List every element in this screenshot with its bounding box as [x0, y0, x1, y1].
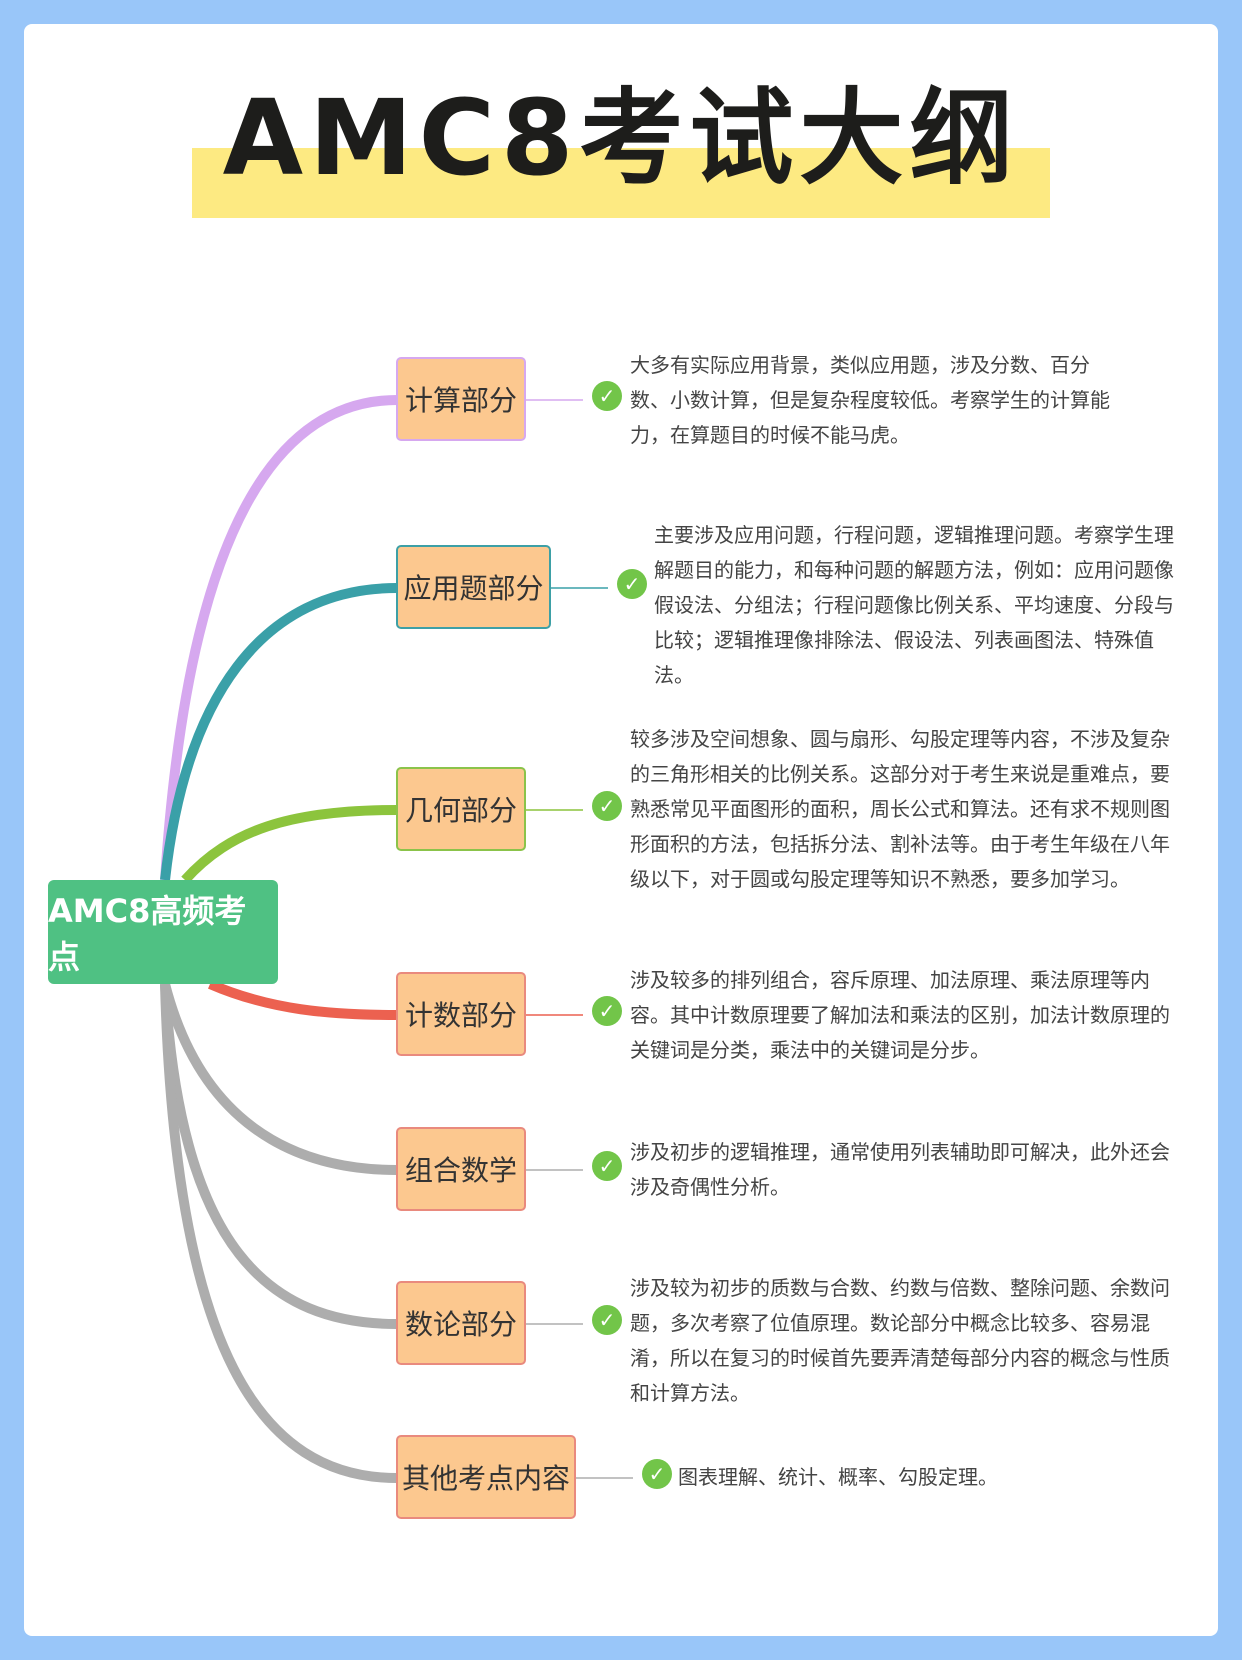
card [24, 24, 1218, 1636]
desc-calculation: 大多有实际应用背景，类似应用题，涉及分数、百分数、小数计算，但是复杂程度较低。考… [630, 353, 1110, 447]
page-title: AMC8考试大纲 [222, 77, 1020, 199]
title-area: AMC8考试大纲 [192, 78, 1050, 218]
check-icon: ✓ [592, 1151, 622, 1181]
desc-other: 图表理解、统计、概率、勾股定理。 [678, 1465, 998, 1489]
desc-combinatorics: 涉及初步的逻辑推理，通常使用列表辅助即可解决，此外还会涉及奇偶性分析。 [630, 1140, 1170, 1199]
check-icon: ✓ [642, 1459, 672, 1489]
desc-number-theory: 涉及较为初步的质数与合数、约数与倍数、整除问题、余数问题，多次考察了位值原理。数… [630, 1276, 1170, 1405]
check-icon: ✓ [592, 791, 622, 821]
title-highlight [192, 148, 1050, 218]
link-1 [160, 395, 398, 881]
node-combinatorics: 组合数学 [396, 1127, 526, 1211]
desc-geometry: 较多涉及空间想象、圆与扇形、勾股定理等内容，不涉及复杂的三角形相关的比例关系。这… [630, 727, 1170, 891]
node-calculation: 计算部分 [396, 357, 526, 441]
desc-counting: 涉及较多的排列组合，容斥原理、加法原理、乘法原理等内容。其中计数原理要了解加法和… [630, 968, 1170, 1062]
check-icon: ✓ [592, 381, 622, 411]
link-2 [160, 583, 398, 881]
link-7 [160, 983, 398, 1483]
root-node: AMC8高频考点 [48, 880, 278, 984]
check-icon: ✓ [592, 1305, 622, 1335]
link-4 [208, 979, 398, 1020]
node-number-theory: 数论部分 [396, 1281, 526, 1365]
desc-word-problems: 主要涉及应用问题，行程问题，逻辑推理问题。考察学生理解题目的能力，和每种问题的解… [654, 523, 1174, 687]
link-5 [160, 982, 398, 1175]
link-6 [160, 983, 398, 1329]
node-counting: 计数部分 [396, 972, 526, 1056]
node-geometry: 几何部分 [396, 767, 526, 851]
node-other: 其他考点内容 [396, 1435, 576, 1519]
link-3 [181, 805, 398, 884]
check-icon: ✓ [617, 569, 647, 599]
check-icon: ✓ [592, 996, 622, 1026]
node-word-problems: 应用题部分 [396, 545, 551, 629]
